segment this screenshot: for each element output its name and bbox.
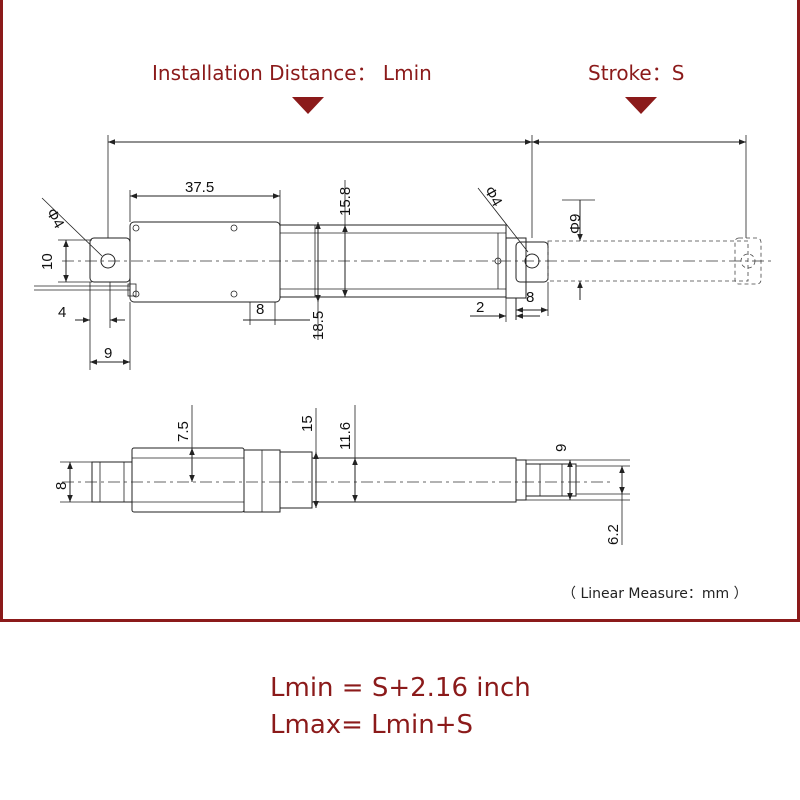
dim-11-6: 11.6: [337, 422, 354, 450]
dim-dia-right: Φ4: [481, 184, 506, 210]
drawing-frame: [0, 0, 800, 622]
dim-8-side: 8: [53, 482, 70, 490]
dim-4: 4: [58, 304, 66, 321]
dim-15-8: 15.8: [337, 187, 354, 216]
formula-lmin: Lmin = S+2.16 inch: [270, 673, 531, 703]
dim-6-2: 6.2: [605, 524, 622, 545]
unit-note: （ Linear Measure：mm ）: [562, 586, 748, 602]
dim-9-top: 9: [104, 345, 112, 362]
top-view: Φ4 10 4 9 37.5 15.8 18.5 8: [34, 135, 775, 370]
formula-block: Lmin = S+2.16 inch Lmax= Lmin+S: [270, 670, 531, 744]
formula-lmax: Lmax= Lmin+S: [270, 710, 473, 740]
stroke-triangle-icon: [625, 97, 657, 114]
side-view: 8 7.5 15 11.6 9 6.2: [53, 405, 630, 545]
dim-37-5: 37.5: [185, 179, 214, 196]
dim-dia-rod: Φ9: [567, 214, 584, 234]
dim-8-right: 8: [526, 289, 534, 306]
dim-15: 15: [299, 415, 316, 432]
technical-drawing: Installation Distance： Lmin Stroke：S: [34, 61, 775, 602]
dim-2: 2: [476, 299, 484, 316]
installation-distance-label: Installation Distance： Lmin: [152, 61, 432, 85]
dim-dia-left: Φ4: [43, 206, 68, 232]
dim-7-5: 7.5: [175, 421, 192, 442]
stroke-label: Stroke：S: [588, 61, 684, 85]
installation-triangle-icon: [292, 97, 324, 114]
dim-9-side: 9: [553, 444, 570, 452]
dim-18-5: 18.5: [310, 311, 327, 340]
dim-8-bottom: 8: [256, 301, 264, 318]
dim-10: 10: [39, 253, 56, 270]
